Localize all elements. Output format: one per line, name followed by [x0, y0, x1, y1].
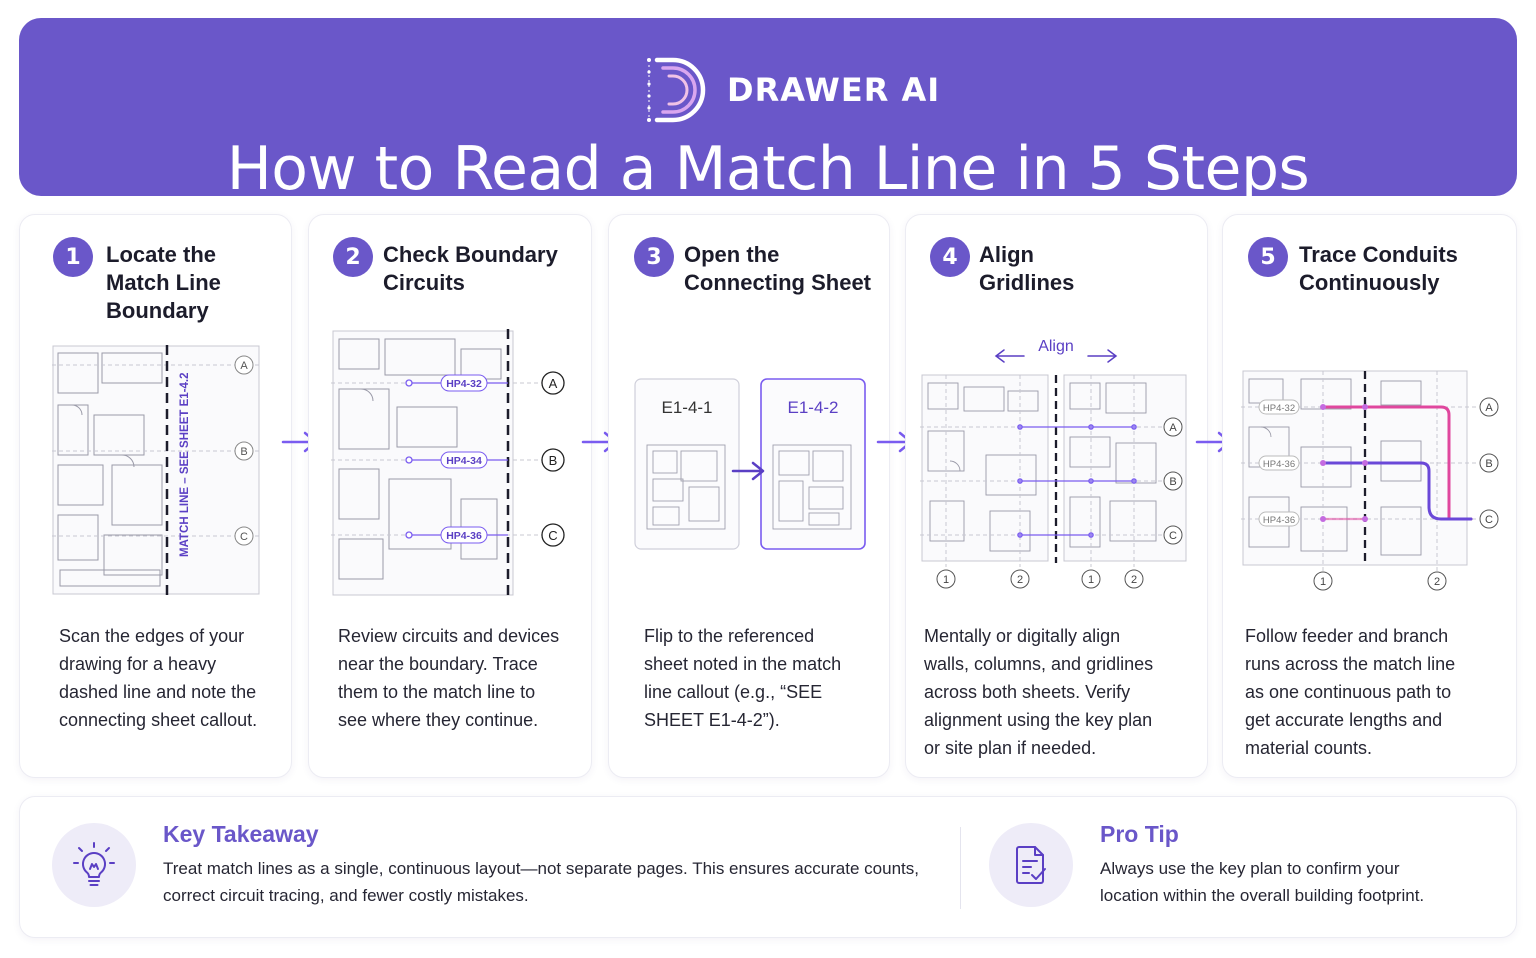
- circuit-tag: HP4-34: [446, 455, 482, 467]
- pro-tip-title: Pro Tip: [1100, 821, 1179, 847]
- circuit-tag: HP4-36: [446, 530, 482, 542]
- sheet-label: E1-4-1: [661, 398, 712, 417]
- step-description: Flip to the referenced sheet noted in th…: [644, 626, 842, 730]
- grid-label: C: [1169, 530, 1177, 542]
- grid-label: A: [240, 360, 248, 372]
- divider: [960, 827, 961, 909]
- step-card-1: 1 Locate the Match Line Boundary MATCH L…: [19, 214, 292, 778]
- step-number-badge: 4: [930, 237, 970, 277]
- connecting-sheets-illustration: E1-4-1 E1-4-2: [634, 378, 866, 550]
- grid-label: 1: [1320, 576, 1326, 588]
- step-title: Open the Connecting Sheet: [684, 242, 872, 295]
- grid-label: A: [549, 376, 558, 391]
- trace-conduits-illustration: HP4-32 HP4-36 HP4-36 A B C 1 2: [1241, 370, 1499, 591]
- step-description: Mentally or digitally align walls, colum…: [924, 626, 1154, 758]
- grid-label: 2: [1017, 574, 1023, 586]
- step-description: Review circuits and devices near the bou…: [338, 626, 560, 730]
- step-number-badge: 1: [53, 237, 93, 277]
- grid-label: C: [548, 528, 557, 543]
- key-takeaway-title: Key Takeaway: [163, 821, 319, 847]
- grid-label: 2: [1131, 574, 1137, 586]
- page-title: How to Read a Match Line in 5 Steps: [226, 134, 1310, 204]
- brand-name: DRAWER AI: [727, 71, 941, 109]
- drawer-ai-logo-icon: [647, 57, 706, 123]
- grid-label: 1: [943, 574, 949, 586]
- boundary-circuits-illustration: HP4-32 HP4-34 HP4-36 A B C: [331, 329, 565, 597]
- grid-label: A: [1485, 402, 1493, 414]
- brand: DRAWER AI: [643, 52, 940, 128]
- grid-label: B: [240, 446, 247, 458]
- grid-label: C: [1485, 514, 1493, 526]
- grid-label: B: [1485, 458, 1492, 470]
- step-card-4: 4 Align Gridlines Align A: [905, 214, 1208, 778]
- document-check-icon: [989, 823, 1073, 907]
- step-title: Locate the Match Line Boundary: [106, 242, 221, 323]
- grid-label: 2: [1434, 576, 1440, 588]
- step-number-badge: 3: [634, 237, 674, 277]
- header-banner: DRAWER AI How to Read a Match Line in 5 …: [19, 18, 1517, 204]
- grid-label: A: [1169, 422, 1177, 434]
- circuit-tag: HP4-36: [1263, 459, 1295, 470]
- match-line-floorplan-illustration: MATCH LINE – SEE SHEET E1-4.2 A B C: [52, 345, 260, 595]
- grid-label: C: [240, 531, 248, 543]
- step-card-5: 5 Trace Conduits Continuously HP4-32 HP: [1222, 214, 1517, 778]
- step-card-2: 2 Check Boundary Circuits HP4-32 HP4-34 …: [308, 214, 592, 778]
- match-line-label: MATCH LINE – SEE SHEET E1-4.2: [179, 373, 191, 557]
- circuit-tag: HP4-36: [1263, 515, 1295, 526]
- step-description: Follow feeder and branch runs across the…: [1245, 626, 1456, 758]
- step-number-badge: 2: [333, 237, 373, 277]
- grid-label: B: [549, 453, 558, 468]
- align-gridlines-illustration: Align A B C 1 2 1: [920, 338, 1187, 589]
- grid-label: 1: [1088, 574, 1094, 586]
- step-title: Check Boundary Circuits: [383, 242, 558, 295]
- circuit-tag: HP4-32: [446, 378, 482, 390]
- step-card-3: 3 Open the Connecting Sheet E1-4-1 E1-4-…: [608, 214, 890, 778]
- circuit-tag: HP4-32: [1263, 403, 1295, 414]
- step-description: Scan the edges of your drawing for a hea…: [59, 626, 258, 730]
- key-takeaway-text: Treat match lines as a single, continuou…: [163, 859, 919, 905]
- align-label: Align: [1038, 338, 1074, 355]
- step-title: Trace Conduits Continuously: [1299, 242, 1458, 295]
- lightbulb-icon: [52, 823, 136, 907]
- sheet-label: E1-4-2: [787, 398, 838, 417]
- grid-label: B: [1169, 476, 1176, 488]
- summary-panel: Key Takeaway Treat match lines as a sing…: [19, 796, 1517, 938]
- step-title: Align Gridlines: [979, 242, 1075, 295]
- pro-tip-text: Always use the key plan to confirm your …: [1100, 859, 1425, 905]
- step-number-badge: 5: [1248, 237, 1288, 277]
